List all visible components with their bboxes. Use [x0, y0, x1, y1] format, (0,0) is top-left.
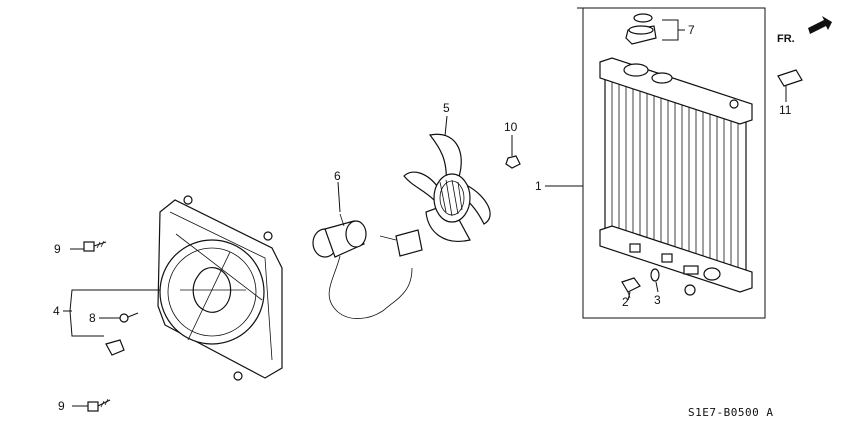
- leader-lines: [63, 19, 787, 407]
- front-direction-arrow: FR.: [777, 16, 832, 45]
- fan-shroud: [157, 195, 283, 381]
- callout-11: 11: [779, 103, 792, 117]
- callout-1: 1: [535, 179, 542, 193]
- diagram-code: S1E7-B0500 A: [688, 406, 773, 419]
- fan-nut: [505, 155, 521, 169]
- tapping-screw: [119, 312, 139, 323]
- radiator-cap: [625, 13, 657, 45]
- drain-washer: [650, 268, 660, 282]
- callout-8: 8: [89, 311, 96, 325]
- callout-9-upper: 9: [54, 242, 61, 256]
- radiator-assembly: [577, 7, 766, 319]
- callout-2: 2: [622, 295, 629, 309]
- flange-bolt: [83, 240, 107, 252]
- callout-3: 3: [654, 293, 661, 307]
- front-arrow-label: FR.: [777, 33, 795, 45]
- callout-7: 7: [688, 23, 695, 37]
- caution-label: [777, 69, 803, 87]
- fan-motor: [312, 213, 423, 319]
- shroud-clip: [105, 339, 125, 356]
- callout-10: 10: [504, 120, 518, 134]
- callout-5: 5: [443, 101, 450, 115]
- callout-4: 4: [53, 304, 60, 318]
- callout-6: 6: [334, 169, 341, 183]
- callout-9-lower: 9: [58, 399, 65, 413]
- cooling-fan: [403, 133, 491, 242]
- flange-bolt-lower: [87, 398, 111, 412]
